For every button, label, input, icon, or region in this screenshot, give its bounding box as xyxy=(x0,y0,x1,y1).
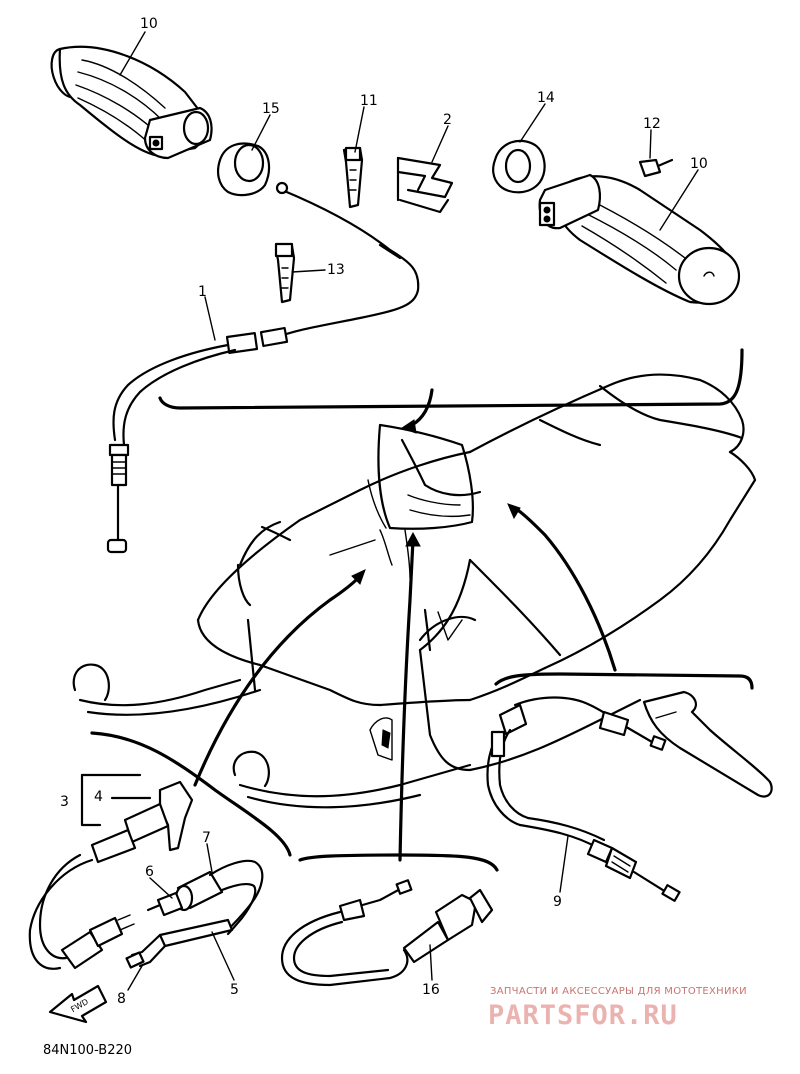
wire-clip xyxy=(396,156,454,214)
callout-cable-end: 8 xyxy=(117,991,126,1007)
callout-choke-knob: 6 xyxy=(145,864,154,880)
callout-choke-assembly: 3 xyxy=(60,794,69,810)
callout-grip-left: 10 xyxy=(140,16,158,32)
callout-choke-lever: 4 xyxy=(94,789,103,805)
watermark-tagline: ЗАПЧАСТИ И АКСЕССУАРЫ ДЛЯ МОТОТЕХНИКИ xyxy=(490,986,747,997)
callout-leaders xyxy=(119,31,699,991)
callout-kill-switch: 16 xyxy=(422,982,440,998)
choke-lever-assembly xyxy=(28,773,194,970)
forward-arrow: FWD xyxy=(48,984,108,1024)
cable-band-mid xyxy=(274,242,296,304)
throttle-cable xyxy=(106,181,420,554)
callout-tube: 5 xyxy=(230,982,239,998)
right-grip xyxy=(538,173,741,306)
right-ring xyxy=(492,139,546,194)
watermark: ЗАПЧАСТИ И АКСЕССУАРЫ ДЛЯ МОТОТЕХНИКИ PA… xyxy=(488,986,747,1031)
callout-throttle-cable: 1 xyxy=(198,284,207,300)
snowmobile-body xyxy=(72,373,757,809)
left-grip xyxy=(50,45,213,160)
choke-cable-assembly xyxy=(125,859,264,969)
screw xyxy=(638,158,674,178)
group-brackets xyxy=(90,348,754,872)
callout-brake-cable: 9 xyxy=(553,894,562,910)
brake-cable-assembly xyxy=(486,690,773,902)
callout-choke-cable: 7 xyxy=(202,830,211,846)
kill-switch-assembly xyxy=(280,879,494,987)
diagram-code: 84N100-B220 xyxy=(43,1043,132,1058)
callout-ring-right: 14 xyxy=(537,90,555,106)
callout-numbers: 10 15 11 2 14 12 10 13 1 3 4 7 6 8 5 9 1… xyxy=(60,16,708,1007)
watermark-brand: PARTSFOR.RU xyxy=(488,1000,678,1031)
callout-band-mid: 13 xyxy=(327,262,345,278)
callout-band-top: 11 xyxy=(360,93,378,109)
callout-screw: 12 xyxy=(643,116,661,132)
left-ring xyxy=(217,142,271,197)
callout-grip-right: 10 xyxy=(690,156,708,172)
callout-ring-left: 15 xyxy=(262,101,280,117)
callout-clip: 2 xyxy=(443,112,452,128)
cable-band-top xyxy=(342,146,364,209)
leader-arrows xyxy=(193,388,617,862)
